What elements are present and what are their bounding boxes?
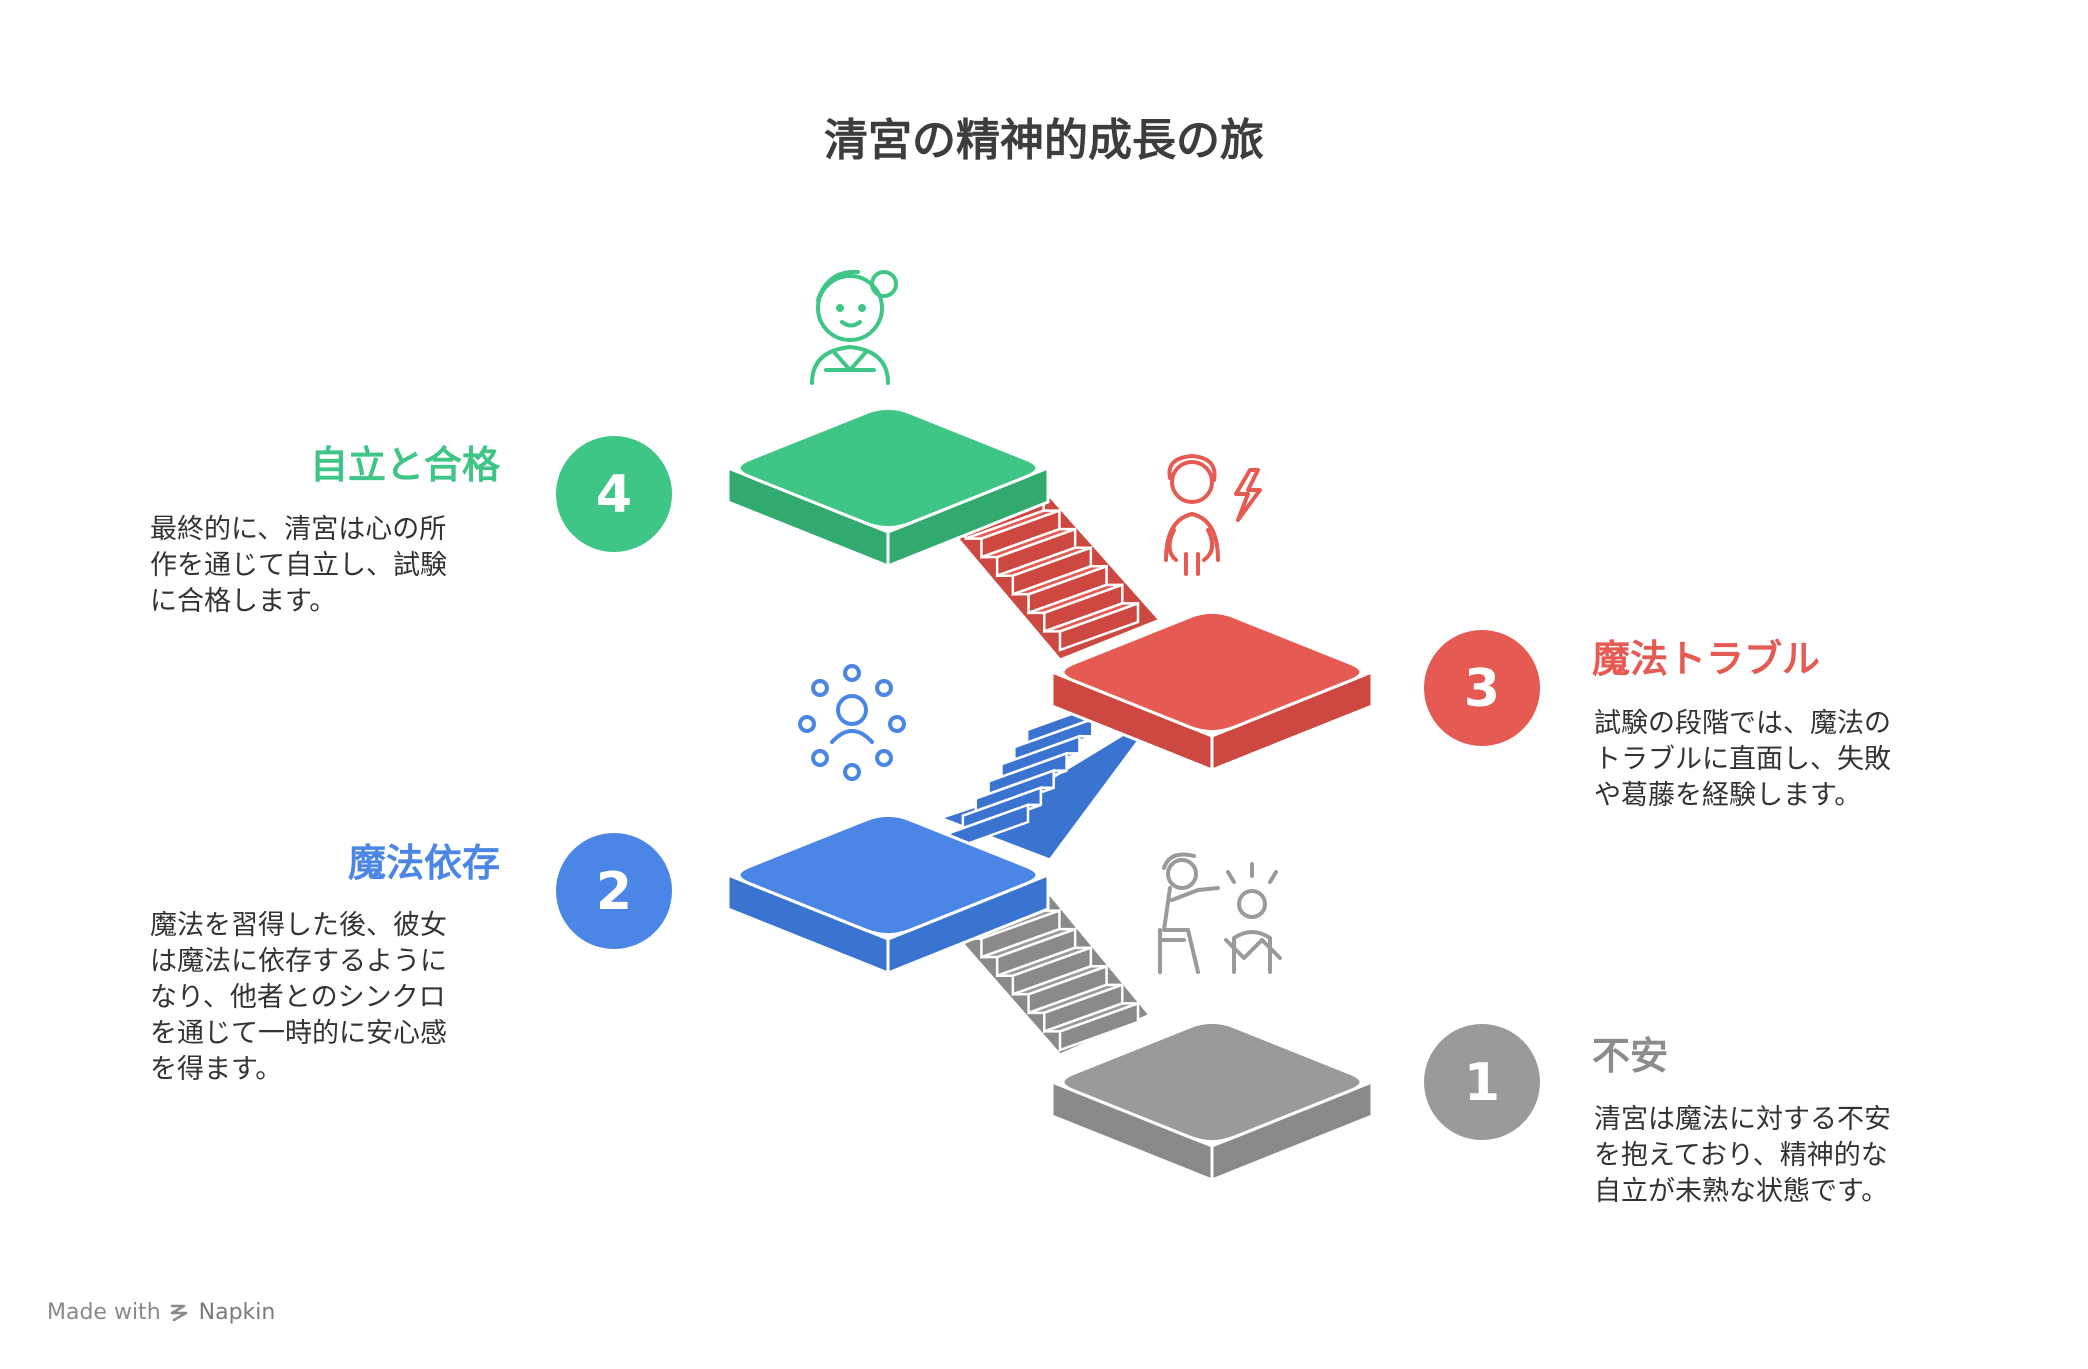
teacher-student-icon <box>1158 852 1282 974</box>
diagram-title: 清宮の精神的成長の旅 <box>824 115 1264 166</box>
platform-2 <box>726 813 1050 975</box>
platform-1 <box>1050 1020 1374 1182</box>
connected-person-icon <box>798 664 906 781</box>
stressed-person-icon <box>1164 454 1262 576</box>
stage-2-label: 魔法依存 <box>347 841 500 885</box>
stage-4-desc: 最終的に、清宮は心の所 作を通じて自立し、試験 に合格します。 <box>150 514 447 617</box>
stage-3-desc: 試験の段階では、魔法の トラブルに直面し、失敗 や葛藤を経験します。 <box>1594 708 1891 811</box>
footer: Made with Napkin <box>47 1300 275 1325</box>
stage-1-label: 不安 <box>1592 1034 1669 1078</box>
platform-4 <box>726 406 1050 568</box>
confident-person-icon <box>810 269 898 385</box>
stage-1-number: 1 <box>1424 1024 1540 1140</box>
stage-2-number: 2 <box>556 833 672 949</box>
footer-brand[interactable]: Napkin <box>198 1300 276 1325</box>
svg-text:1: 1 <box>1464 1053 1500 1113</box>
stage-4-number: 4 <box>556 436 672 552</box>
platform-3 <box>1050 610 1374 772</box>
svg-text:3: 3 <box>1464 659 1500 719</box>
stage-4-label: 自立と合格 <box>309 443 500 487</box>
stair-steps <box>948 700 1119 852</box>
stage-2-desc: 魔法を習得した後、彼女 は魔法に依存するように なり、他者とのシンクロ を通じて… <box>150 910 447 1085</box>
svg-text:4: 4 <box>596 465 632 525</box>
stage-1-desc: 清宮は魔法に対する不安 を抱えており、精神的な 自立が未熟な状態です。 <box>1594 1104 1891 1207</box>
svg-text:2: 2 <box>596 862 632 922</box>
stage-3-number: 3 <box>1424 630 1540 746</box>
footer-prefix: Made with <box>47 1300 161 1325</box>
napkin-logo-icon <box>170 1304 187 1321</box>
stage-3-label: 魔法トラブル <box>1592 637 1821 681</box>
